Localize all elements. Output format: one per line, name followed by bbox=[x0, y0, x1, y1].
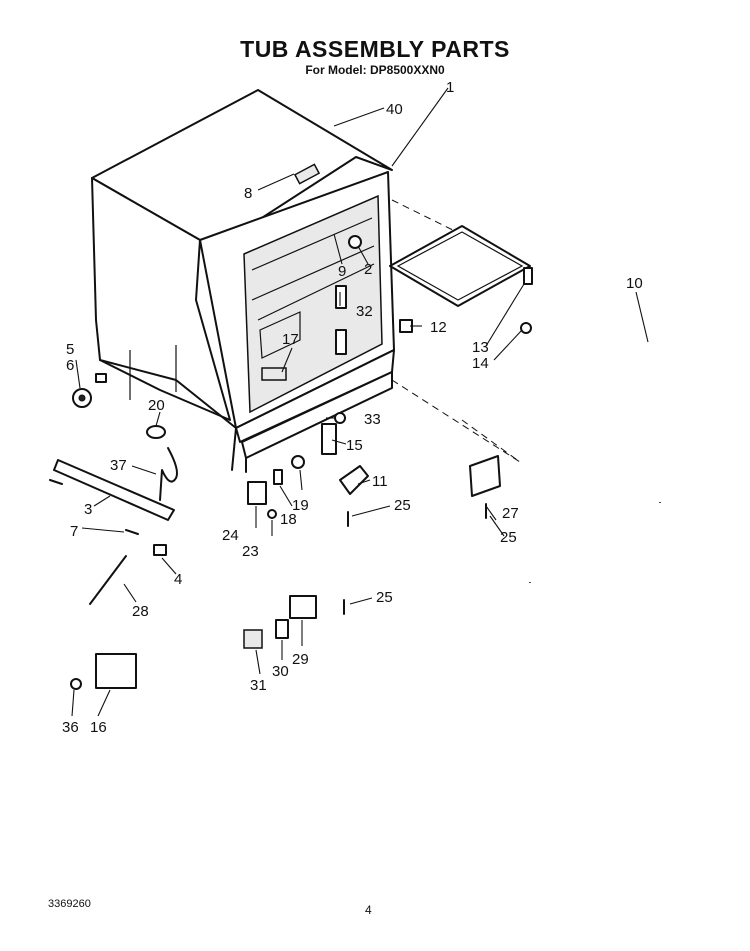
callout-24: 24 bbox=[222, 527, 239, 544]
leader-lines bbox=[71, 87, 649, 717]
callout-40: 40 bbox=[386, 101, 403, 118]
callout-labels: 1 2 3 4 5 6 7 8 9 10 11 12 13 14 15 16 1… bbox=[62, 79, 643, 736]
callout-31: 31 bbox=[250, 677, 267, 694]
callout-9: 9 bbox=[338, 263, 346, 280]
callout-33: 33 bbox=[364, 411, 381, 428]
callout-23: 23 bbox=[242, 543, 259, 560]
callout-27: 27 bbox=[502, 505, 519, 522]
callout-37: 37 bbox=[110, 457, 127, 474]
callout-28: 28 bbox=[132, 603, 149, 620]
callout-2: 2 bbox=[364, 261, 372, 278]
callout-25-c: 25 bbox=[376, 589, 393, 606]
model-subtitle: For Model: DP8500XXN0 bbox=[305, 63, 445, 77]
callout-14: 14 bbox=[472, 355, 489, 372]
callout-5: 5 bbox=[66, 341, 74, 358]
callout-1: 1 bbox=[446, 79, 454, 96]
callout-32: 32 bbox=[356, 303, 373, 320]
callout-10: 10 bbox=[626, 275, 643, 292]
callout-36: 36 bbox=[62, 719, 79, 736]
callout-30: 30 bbox=[272, 663, 289, 680]
tub-body bbox=[91, 89, 395, 473]
callout-25-a: 25 bbox=[394, 497, 411, 514]
callout-8: 8 bbox=[244, 185, 252, 202]
page-number: 4 bbox=[365, 903, 372, 917]
gasket-frame bbox=[389, 225, 533, 307]
callout-6: 6 bbox=[66, 357, 74, 374]
document-number: 3369260 bbox=[48, 898, 91, 910]
callout-16: 16 bbox=[90, 719, 107, 736]
callout-20: 20 bbox=[148, 397, 165, 414]
callout-29: 29 bbox=[292, 651, 309, 668]
callout-4: 4 bbox=[174, 571, 182, 588]
callout-11: 11 bbox=[372, 473, 388, 490]
small-parts bbox=[49, 319, 532, 690]
callout-12: 12 bbox=[430, 319, 447, 336]
callout-17: 17 bbox=[282, 331, 299, 348]
callout-13: 13 bbox=[472, 339, 489, 356]
callout-19: 19 bbox=[292, 497, 309, 514]
tube-loop bbox=[528, 342, 662, 583]
page-title: TUB ASSEMBLY PARTS bbox=[240, 36, 510, 62]
callout-3: 3 bbox=[84, 501, 92, 518]
callout-25-b: 25 bbox=[500, 529, 517, 546]
callout-18: 18 bbox=[280, 511, 297, 528]
callout-15: 15 bbox=[346, 437, 363, 454]
callout-7: 7 bbox=[70, 523, 78, 540]
